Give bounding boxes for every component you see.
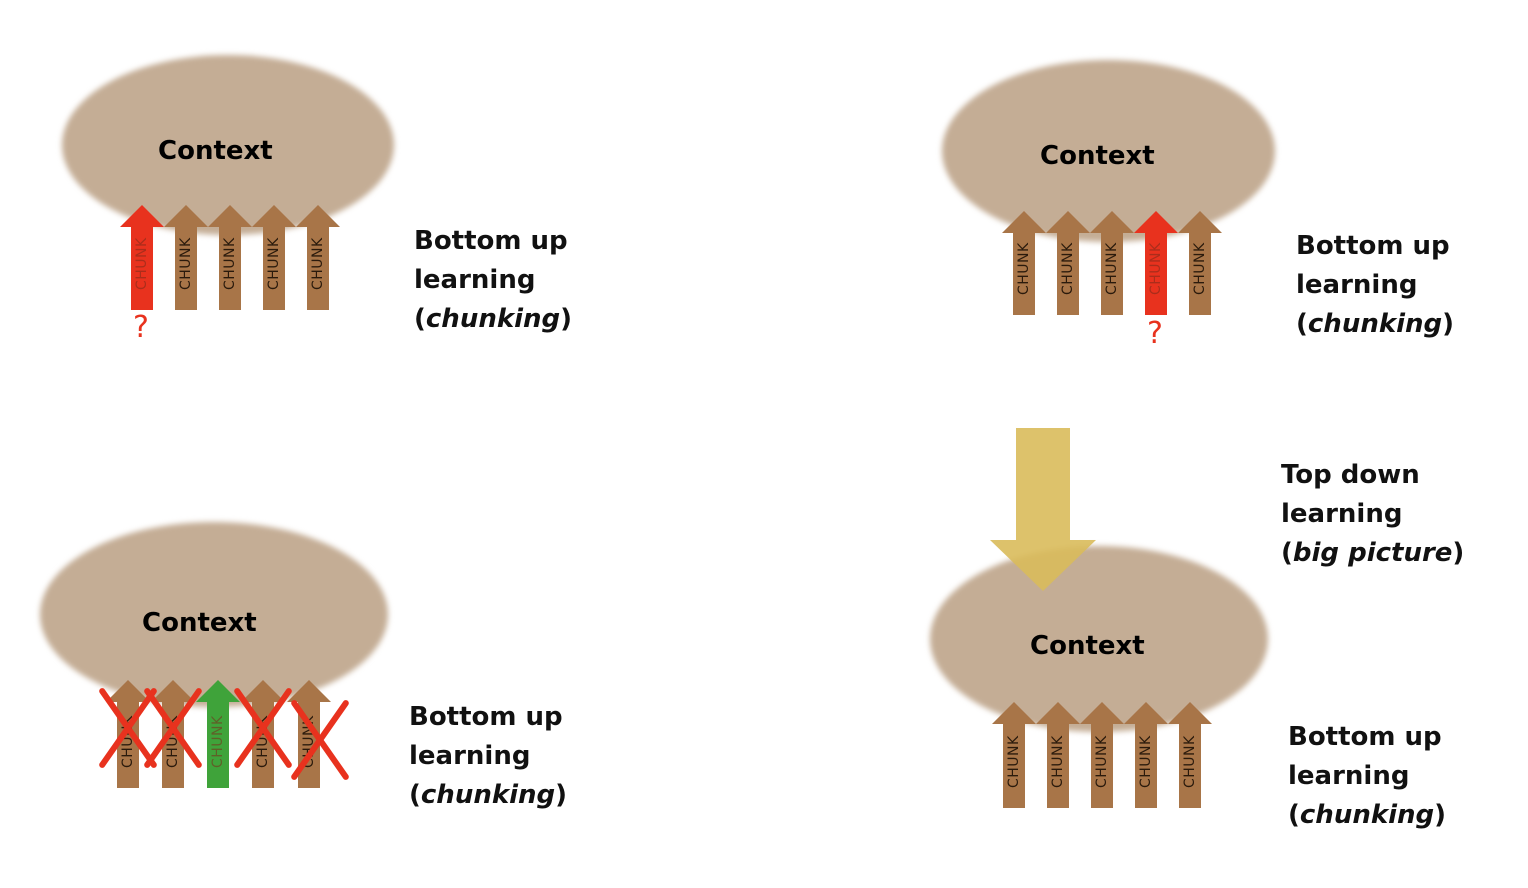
chunk-arrow: CHUNK (1080, 702, 1124, 808)
chunk-arrow: CHUNK (164, 205, 208, 310)
chunk-arrow: CHUNK (1090, 211, 1134, 315)
bottom-up-caption: Bottom up learning (chunking) (1296, 227, 1454, 344)
caption-line: learning (414, 265, 536, 295)
question-mark: ? (133, 310, 149, 345)
context-label: Context (142, 608, 257, 638)
caption-line: learning (409, 741, 531, 771)
chunk-arrow: CHUNK (1124, 702, 1168, 808)
chunk-label: CHUNK (1050, 735, 1066, 788)
caption-line: (chunking) (1288, 800, 1447, 830)
caption-line: (big picture) (1281, 538, 1465, 568)
chunk-arrow: CHUNK (296, 205, 340, 310)
caption-line: learning (1281, 499, 1403, 529)
chunk-arrow: CHUNK (1046, 211, 1090, 315)
bottom-up-caption: Bottom up learning (chunking) (1288, 718, 1446, 835)
panel-top-right: Context CHUNK CHUNK CHUNK CHUNK CHUNK ? … (0, 0, 1528, 400)
caption-line: (chunking) (409, 780, 568, 810)
chunk-arrow: CHUNK (992, 702, 1036, 808)
panel-top-left: Context CHUNK CHUNK CHUNK CHUNK CHUNK ? … (0, 0, 700, 400)
chunk-label: CHUNK (1094, 735, 1110, 788)
chunk-arrow-questioned: CHUNK (1134, 211, 1178, 315)
panel-bottom-left: Context CHUNK CHUNK CHUNK CHUNK CHUNK Bo… (0, 0, 700, 888)
context-ellipse (40, 522, 388, 707)
top-down-caption: Top down learning (big picture) (1281, 456, 1464, 573)
question-mark: ? (1147, 316, 1163, 351)
top-down-arrow-icon (990, 428, 1096, 591)
caption-line: Bottom up (1296, 231, 1450, 261)
chunk-arrow-accepted: CHUNK (196, 680, 240, 788)
caption-line: Bottom up (409, 702, 563, 732)
caption-line: Bottom up (414, 226, 568, 256)
caption-line: (chunking) (414, 304, 573, 334)
caption-line: Bottom up (1288, 722, 1442, 752)
caption-line: (chunking) (1296, 309, 1455, 339)
caption-line: learning (1288, 761, 1410, 791)
chunk-arrow: CHUNK (1168, 702, 1212, 808)
caption-line: learning (1296, 270, 1418, 300)
chunk-arrow: CHUNK (1036, 702, 1080, 808)
bottom-up-caption: Bottom up learning (chunking) (409, 698, 567, 815)
bottom-up-caption: Bottom up learning (chunking) (414, 222, 572, 339)
chunk-label: CHUNK (1138, 735, 1154, 788)
chunk-arrow: CHUNK (252, 205, 296, 310)
chunk-label: CHUNK (1006, 735, 1022, 788)
context-label: Context (1030, 631, 1145, 661)
chunk-arrow-questioned: CHUNK (120, 205, 164, 310)
context-label: Context (1040, 141, 1155, 171)
caption-line: Top down (1281, 460, 1420, 490)
chunk-arrow: CHUNK (1178, 211, 1222, 315)
context-ellipse (930, 546, 1268, 732)
chunk-label: CHUNK (1182, 735, 1198, 788)
context-label: Context (158, 136, 273, 166)
chunk-arrow: CHUNK (1002, 211, 1046, 315)
chunk-arrow: CHUNK (208, 205, 252, 310)
